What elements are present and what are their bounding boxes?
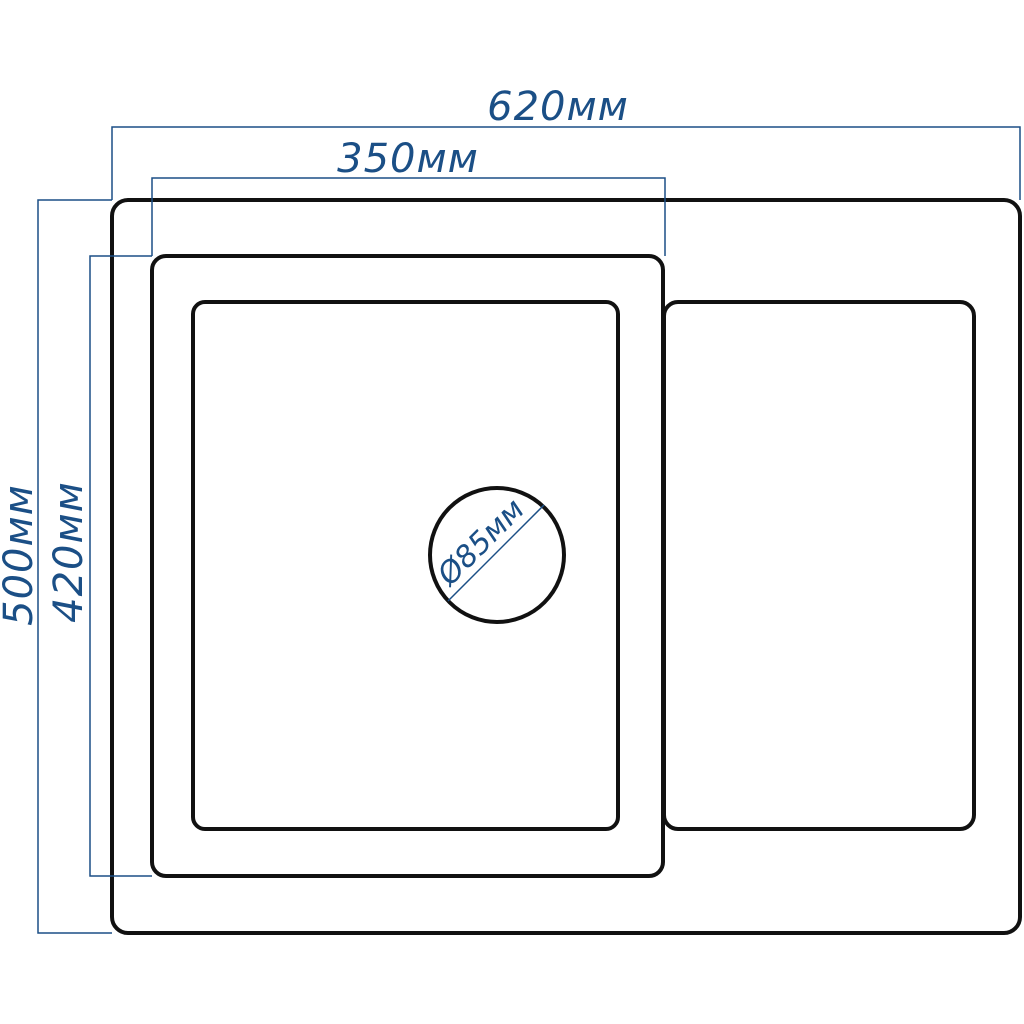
overall-width-dimension-line (111, 126, 1021, 200)
sink-outline-group (110, 198, 1022, 935)
bowl-rim (150, 254, 665, 878)
bowl-height-label: 420мм (46, 481, 92, 623)
overall-height-dimension-line (37, 199, 112, 934)
drain-hole (428, 486, 566, 624)
bowl-width-dimension-line (151, 177, 666, 256)
dimension-lines-group (37, 126, 1021, 934)
drain-diameter-label: Ø85мм (430, 492, 532, 594)
dimension-labels-group: 620мм 350мм 500мм 420мм Ø85мм (0, 84, 629, 626)
drain-diameter-line (447, 504, 545, 602)
bowl-basin (191, 300, 620, 831)
sink-outer-frame (110, 198, 1022, 935)
overall-height-label: 500мм (0, 484, 42, 626)
drainboard-area (662, 300, 976, 831)
overall-width-label: 620мм (487, 84, 629, 130)
bowl-width-label: 350мм (337, 136, 479, 182)
bowl-height-dimension-line (89, 255, 152, 877)
